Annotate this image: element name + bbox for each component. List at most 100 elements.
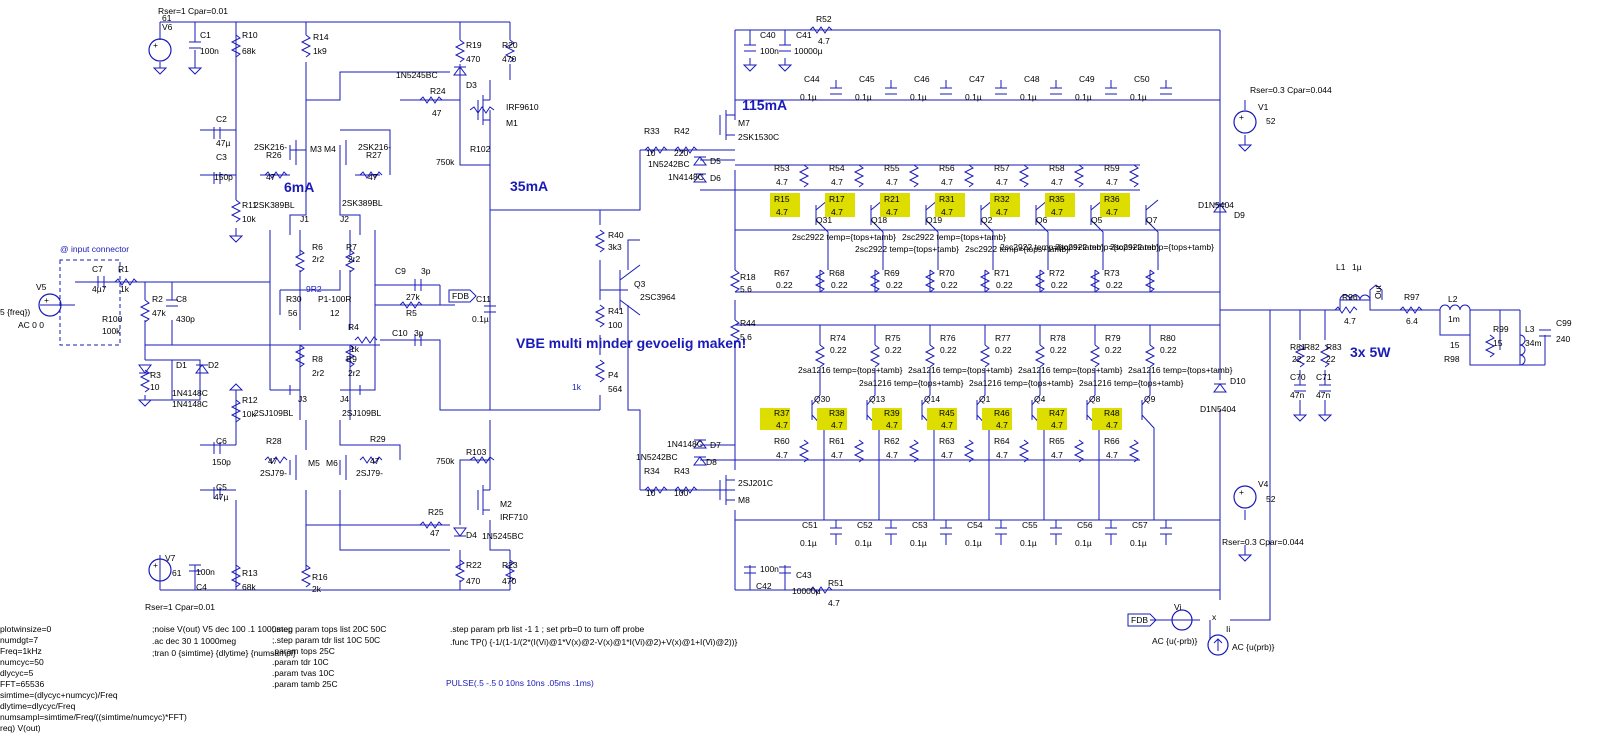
npn-base-resistor-symbol	[853, 164, 865, 188]
bypass-cap-value: 0.1µ	[855, 92, 872, 102]
r96-value: 4.7	[1344, 316, 1356, 326]
m5-part: 2SJ79-	[260, 468, 287, 478]
r102-label: R102	[470, 144, 491, 154]
npn-model-label: 2sc2922 temp={tops+tamb}	[1055, 242, 1159, 252]
c43-label: C43	[796, 570, 812, 580]
voltage-source-vi[interactable]	[1171, 609, 1193, 631]
pnp-transistor-label: Q9	[1144, 394, 1156, 404]
npn-emitter-resistor-value: 0.22	[886, 280, 903, 290]
pnp-base-resistor-label: R63	[939, 436, 955, 446]
transistor-symbols	[289, 95, 1159, 520]
v4-label: V4	[1258, 479, 1269, 489]
pnp-emitter-resistor-value: 0.22	[830, 345, 847, 355]
r24-value: 47	[432, 108, 442, 118]
bypass-cap-label: C53	[912, 520, 928, 530]
spice-directive-line: Freq=1kHz	[0, 646, 42, 656]
npn-base-resistor-symbol	[798, 164, 810, 188]
fdb-flag-2: FDB	[1131, 615, 1148, 625]
c42-label: C42	[756, 581, 772, 591]
bypass-cap-symbol	[885, 520, 897, 545]
bypass-cap-label: C57	[1132, 520, 1148, 530]
c10-value: 3p	[414, 328, 424, 338]
svg-text:+: +	[44, 295, 49, 305]
npn-emitter-resistor-symbol	[924, 269, 936, 293]
v5-ac: AC 0 0	[18, 320, 44, 330]
pnp-transistor-symbol	[921, 368, 935, 520]
c99-value: 240	[1556, 334, 1570, 344]
spice-directive-line: dlycyc=5	[0, 668, 34, 678]
resistor-symbols	[114, 26, 1496, 594]
r27-value: 47	[368, 172, 378, 182]
gate-resistor-highlight	[927, 408, 957, 430]
pnp-base-resistor-symbol	[1128, 439, 1140, 463]
r41-label: R41	[608, 306, 624, 316]
npn-emitter-resistor-symbol	[1089, 269, 1101, 293]
npn-model-label: 2sc2922 temp={tops+tamb}	[792, 232, 896, 242]
c9-label: C9	[395, 266, 406, 276]
c9-value: 3p	[421, 266, 431, 276]
r26-value: 47	[266, 172, 276, 182]
v6-label: V6	[162, 22, 173, 32]
bypass-cap-value: 0.1µ	[1020, 92, 1037, 102]
d6-part: 1N4148C	[668, 172, 704, 182]
vbe-note: VBE multi minder gevoelig maken!	[516, 335, 746, 351]
r4-value: 1k	[350, 344, 360, 354]
spice-directive-line: numcyc=50	[0, 657, 44, 667]
m3-part: 2SK216-	[254, 142, 287, 152]
voltage-source-v6[interactable]: +	[148, 38, 172, 62]
pnp-emitter-resistor-value: 0.22	[1050, 345, 1067, 355]
npn-emitter-resistor-symbol	[1034, 269, 1046, 293]
fdb-port-flag	[448, 284, 1383, 627]
capacitor-symbols	[97, 41, 1551, 574]
r10-value: 68k	[242, 46, 256, 56]
spice-directive-line: ;.step param tops list 20C 50C	[272, 624, 386, 634]
r25-value: 47	[430, 528, 440, 538]
r16-value: 2k	[312, 584, 322, 594]
fdb-flag: FDB	[452, 291, 469, 301]
pnp-model-label: 2sa1216 temp={tops+tamb}	[1079, 378, 1184, 388]
v4-value: 52	[1266, 494, 1276, 504]
voltage-source-v7[interactable]: +	[148, 558, 172, 582]
v1-value: 52	[1266, 116, 1276, 126]
r13-value: 68k	[242, 582, 256, 592]
r96-label: R96	[1342, 292, 1358, 302]
pnp-gate-resistor-label: R47	[1049, 408, 1065, 418]
npn-base-resistor-label: R56	[939, 163, 955, 173]
r52-label: R52	[816, 14, 832, 24]
r20-value: 470	[502, 54, 516, 64]
bypass-cap-label: C50	[1134, 74, 1150, 84]
r102-value: 750k	[436, 157, 455, 167]
bypass-cap-symbol	[1105, 80, 1117, 95]
c1-label: C1	[200, 30, 211, 40]
c8-label: C8	[176, 294, 187, 304]
c2-label: C2	[216, 114, 227, 124]
voltage-source-v5[interactable]: +	[38, 293, 62, 317]
p1-value: 12	[330, 308, 340, 318]
npn-gate-resistor-label: R21	[884, 194, 900, 204]
pnp-transistor-symbol	[1141, 368, 1155, 520]
bypass-cap-symbol	[1050, 80, 1062, 95]
bypass-cap-symbol	[1105, 520, 1117, 545]
voltage-source-v4[interactable]: +	[1233, 485, 1257, 509]
m6-part: 2SJ79-	[356, 468, 383, 478]
npn-emitter-resistor-label: R73	[1104, 268, 1120, 278]
spice-directive-line: .param tvas 10C	[272, 668, 334, 678]
bypass-cap-symbol	[830, 80, 842, 95]
j2-label: J2	[340, 214, 349, 224]
j1-part: 2SK389BL	[254, 200, 295, 210]
r83-label: R83	[1326, 342, 1342, 352]
c8-value: 430p	[176, 314, 195, 324]
voltage-source-v1[interactable]: +	[1233, 110, 1257, 134]
npn-base-resistor-label: R57	[994, 163, 1010, 173]
m3-label: M3	[310, 144, 322, 154]
spice-directives-params: plotwinsize=0numdgt=7Freq=1kHznumcyc=50d…	[0, 624, 187, 733]
pnp-emitter-resistor-label: R74	[830, 333, 846, 343]
spice-directive-line: numsampl=simtime/Freq/((simtime/numcyc)*…	[0, 712, 187, 722]
c3-value: 150p	[214, 172, 233, 182]
bypass-cap-value: 0.1µ	[800, 538, 817, 548]
current-source-ii[interactable]	[1207, 634, 1229, 656]
r1-label: R1	[118, 264, 129, 274]
c2-value: 47µ	[216, 138, 230, 148]
npn-emitter-resistor-symbol	[979, 269, 991, 293]
d1-part: 1N4148C	[172, 388, 208, 398]
